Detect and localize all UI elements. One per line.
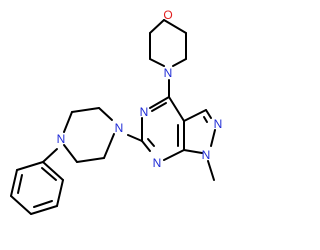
bond-n1p-c7a: [183, 149, 203, 154]
bond-c3a-c3: [183, 109, 207, 122]
bond-n1p-methyl: [207, 160, 215, 181]
bond-morpholine-cb-n: [172, 58, 187, 67]
pyrazole-n1-label: N: [202, 148, 211, 162]
bond-n1-c7a: [163, 149, 185, 161]
bond-c3-n2: [205, 109, 212, 119]
bond-pip-ca-cb: [71, 107, 100, 113]
bond-ph-1-2: [16, 161, 44, 171]
bond-c2-n1: [141, 140, 151, 152]
bond-morpholine-cd-o: [149, 19, 165, 34]
bond-c2-piperazine-n: [127, 134, 143, 142]
bond-ph-2-3: [10, 169, 18, 197]
bond-ph-3-4: [10, 195, 32, 215]
bond-pip-cc-cd: [76, 157, 105, 163]
bonds: [10, 19, 216, 215]
bond-n2-n1p: [210, 129, 216, 147]
pyrazole-n2-label: N: [214, 117, 223, 131]
bond-pip-nu-ca: [98, 107, 113, 121]
bond-c4-n3-double: [151, 102, 167, 112]
pyrimidine-n1-label: N: [153, 156, 162, 170]
pyrimidine-n3-label: N: [140, 105, 149, 119]
bond-c3-n2-double: [203, 116, 208, 123]
bond-c4-n3: [149, 96, 170, 109]
bond-pip-nl-cc: [63, 144, 78, 163]
bond-pip-cb-nl: [63, 111, 73, 133]
bond-ph-6-1-double: [41, 167, 57, 181]
bond-pip-cd-nu: [103, 133, 115, 159]
bond-morpholine-n-cc: [149, 58, 165, 67]
morpholine-nitrogen-label: N: [164, 66, 173, 80]
bond-ph-5-6: [56, 179, 64, 207]
molecule-canvas: O N N N N N N N: [0, 0, 250, 250]
piperazine-n-upper-label: N: [115, 121, 124, 135]
piperazine-n-lower-label: N: [57, 132, 66, 146]
bond-ph-2-3-double: [17, 174, 23, 194]
bond-c2-n1-double: [147, 138, 155, 147]
bond-ph-4-5: [30, 205, 58, 215]
background: [0, 0, 250, 250]
bond-ph-6-1: [42, 161, 64, 181]
bond-pip-n-phenyl: [42, 148, 58, 163]
bond-ph-4-5-double: [33, 200, 53, 208]
bond-morpholine-o-ca: [163, 19, 187, 34]
atom-labels: O N N N N N N N: [57, 8, 223, 170]
bond-c3a-c4: [168, 96, 185, 122]
morpholine-oxygen-label: O: [163, 8, 172, 22]
chemical-structure-diagram: O N N N N N N N: [0, 0, 250, 250]
